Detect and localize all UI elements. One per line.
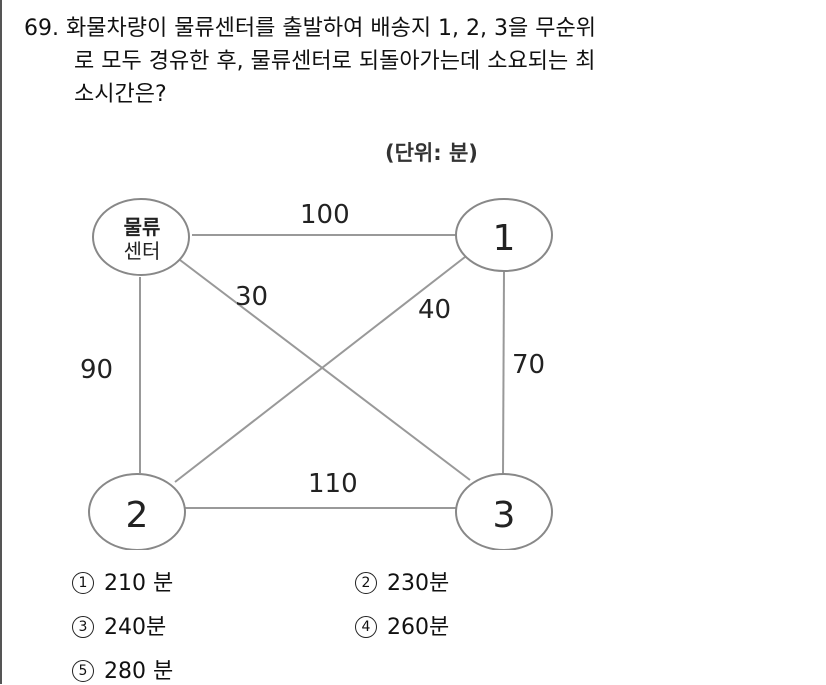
choice-marker-4: 4 [355,616,377,638]
node-3 [455,473,553,550]
question-block: 69. 화물차량이 물류센터를 출발하여 배송지 1, 2, 3을 무순위 로 … [24,12,784,111]
edge-1-3 [502,269,505,476]
edge-1-2 [174,256,466,483]
page-left-border [0,0,2,684]
choice-marker-5: 5 [72,660,94,682]
unit-label: (단위: 분) [385,141,478,165]
weight-center-3: 30 [235,282,268,312]
choice-3[interactable]: 3 240분 [72,609,166,641]
node-2-label: 2 [126,495,149,536]
node-1 [455,198,553,272]
weight-center-1: 100 [300,200,350,230]
choice-1[interactable]: 1 210 분 [72,565,173,597]
question-text-1: 화물차량이 물류센터를 출발하여 배송지 1, 2, 3을 무순위 [66,16,596,41]
node-1-label: 1 [493,218,516,259]
node-center-label-1: 물류 [124,215,161,239]
choice-text-4: 260분 [387,615,450,640]
choice-4[interactable]: 4 260분 [355,609,449,641]
question-line-1: 69. 화물차량이 물류센터를 출발하여 배송지 1, 2, 3을 무순위 [24,12,784,45]
question-number: 69. [24,16,59,41]
weight-center-2: 90 [80,355,113,385]
choice-marker-3: 3 [72,616,94,638]
choice-marker-2: 2 [355,572,377,594]
weight-1-2: 40 [418,295,451,325]
question-text-2: 로 모두 경유한 후, 물류센터로 되돌아가는데 소요되는 최 [74,49,596,74]
choice-text-2: 230분 [387,571,450,596]
choice-2[interactable]: 2 230분 [355,565,449,597]
node-logistics-center [92,198,190,276]
edge-center-3 [179,259,471,481]
weight-1-3: 70 [512,350,545,380]
choice-text-3: 240분 [104,615,167,640]
choice-marker-1: 1 [72,572,94,594]
weight-2-3: 110 [308,469,358,499]
question-text-3: 소시간은? [74,82,167,107]
choice-text-1: 210 분 [104,571,174,596]
node-center-label-2: 센터 [124,239,161,263]
choice-text-5: 280 분 [104,659,174,684]
choice-5[interactable]: 5 280 분 [72,653,173,685]
node-3-label: 3 [493,495,516,536]
route-network-diagram: (단위: 분) 물류 센터 1 2 3 100 30 40 9 [80,130,580,550]
node-2 [88,473,186,550]
